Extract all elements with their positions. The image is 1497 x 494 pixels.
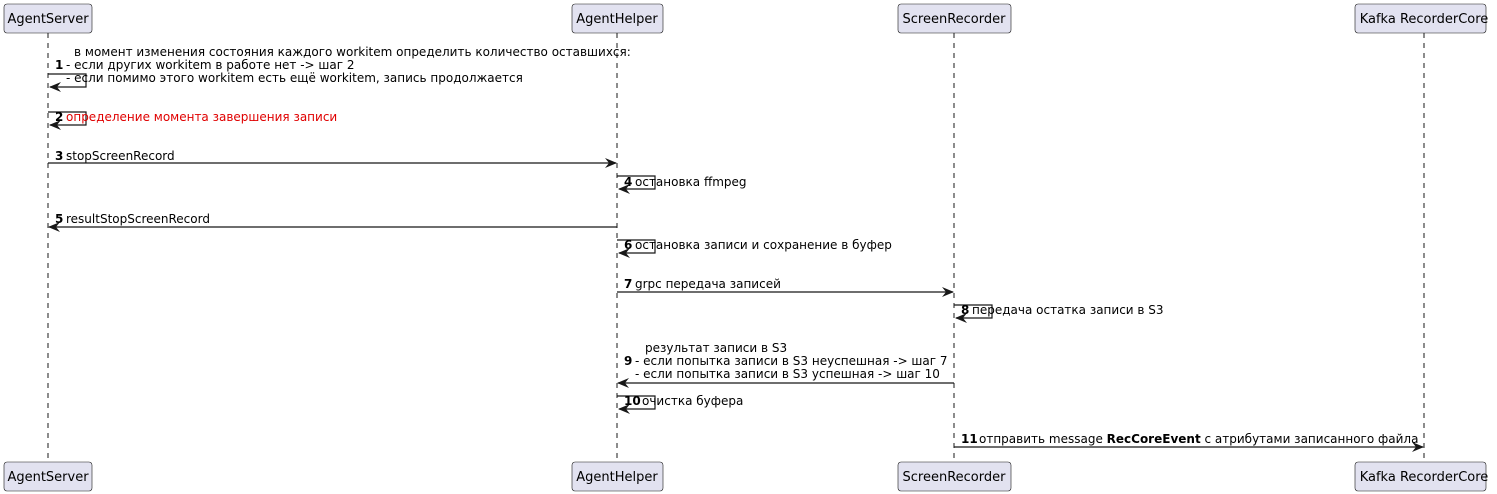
self-message-arrow [617,175,656,194]
participant-label: AgentServer [7,12,89,27]
message-label-line: - если попытка записи в S3 успешная -> ш… [635,367,940,381]
participant-box [3,3,93,34]
message-number: 5 [55,212,63,226]
message-number: 1 [55,58,63,72]
message-number: 7 [624,277,632,291]
participant-label: ScreenRecorder [903,470,1007,485]
participant-label: AgentHelper [576,12,658,27]
message-label-line: - если помимо этого workitem есть ещё wo… [66,71,523,85]
participant-label: AgentServer [7,470,89,485]
message-number: 2 [55,110,63,124]
message-label: отправить message RecCoreEvent с атрибут… [979,432,1418,446]
participant-agent_server-bottom: AgentServer [3,461,93,492]
message-number: 6 [624,238,632,252]
messages: 1 в момент изменения состояния каждого wo… [48,45,1424,452]
self-message-arrow [48,73,87,92]
message-label-line: определение момента завершения записи [66,110,337,124]
participant-box [897,461,1012,492]
message-label-line: resultStopScreenRecord [66,212,210,226]
participant-box [571,3,664,34]
participant-box [1354,461,1487,492]
participant-label: ScreenRecorder [903,12,1007,27]
message-label-part: отправить message [979,432,1107,446]
participant-agent_helper-bottom: AgentHelper [571,461,664,492]
message-number: 3 [55,149,63,163]
message-label-part: с атрибутами записанного файла [1201,432,1419,446]
message-number: 11 [961,432,978,446]
message-number: 4 [624,175,632,189]
participant-label: Kafka RecorderCore [1360,470,1489,485]
message-label-line: очистка буфера [642,394,743,408]
participant-agent_server-top: AgentServer [3,3,93,34]
message-label-line: - если попытка записи в S3 неуспешная ->… [635,354,948,368]
message-number: 8 [961,303,969,317]
participant-screen_recorder-bottom: ScreenRecorder [897,461,1012,492]
message-label-bold: RecCoreEvent [1107,432,1201,446]
message-label-line: остановка записи и сохранение в буфер [635,238,892,252]
self-message-arrow [48,111,87,130]
participant-kafka-bottom: Kafka RecorderCore [1354,461,1489,492]
message-label-line: в момент изменения состояния каждого wor… [74,45,631,59]
message-label-line: grpc передача записей [635,277,781,291]
participant-screen_recorder-top: ScreenRecorder [897,3,1012,34]
lifelines [47,33,1425,462]
message-number: 10 [624,394,641,408]
message-number: 9 [624,354,632,368]
participant-box [1354,3,1487,34]
self-message-arrow [617,395,656,414]
participant-agent_helper-top: AgentHelper [571,3,664,34]
participant-label: AgentHelper [576,470,658,485]
message-label-line: stopScreenRecord [66,149,175,163]
message-label-line: результат записи в S3 [645,341,787,355]
participants: AgentServerAgentServerAgentHelperAgentHe… [3,3,1489,492]
participant-box [897,3,1012,34]
self-message-arrow [954,304,993,323]
participant-kafka-top: Kafka RecorderCore [1354,3,1489,34]
message-1: 1 в момент изменения состояния каждого wo… [48,45,631,92]
message-label-line: передача остатка записи в S3 [972,303,1164,317]
message-label-line: - если других workitem в работе нет -> ш… [66,58,355,72]
self-message-arrow [617,239,656,258]
participant-box [571,461,664,492]
message-label-line: остановка ffmpeg [635,175,747,189]
participant-box [3,461,93,492]
participant-label: Kafka RecorderCore [1360,12,1489,27]
